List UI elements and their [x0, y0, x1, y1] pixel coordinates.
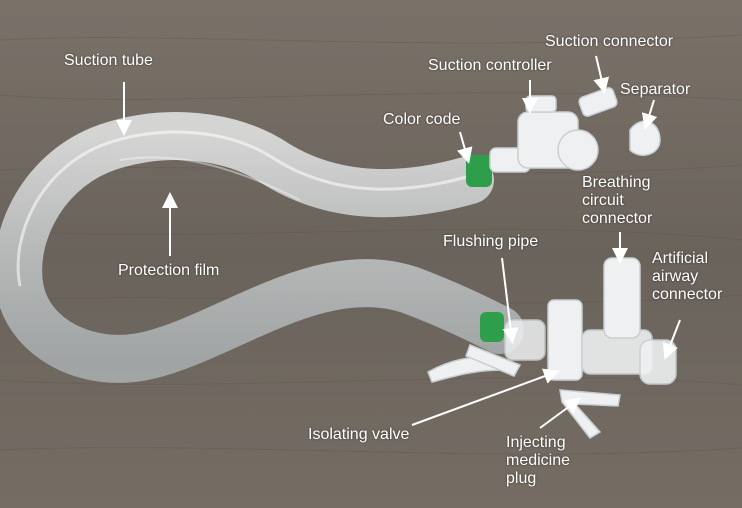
arrow-color-code [457, 131, 473, 164]
protection-film [119, 156, 301, 201]
label-injecting-medicine-plug: Injecting medicine plug [506, 434, 571, 487]
label-suction-controller: Suction controller [428, 57, 552, 74]
arrow-separator [641, 99, 658, 130]
label-breathing-circuit-connector: Breathing circuit connector [582, 174, 653, 227]
arrow-artificial-airway-connector [662, 319, 681, 360]
label-separator: Separator [620, 81, 691, 98]
arrow-isolating-valve [411, 368, 560, 426]
suction-tube [0, 112, 524, 383]
label-suction-connector: Suction connector [545, 33, 674, 50]
suction-tube-highlight [16, 130, 471, 287]
arrow-suction-connector [593, 55, 610, 94]
label-flushing-pipe: Flushing pipe [443, 233, 539, 250]
label-artificial-airway-connector: Artificial airway connector [652, 250, 723, 303]
arrow-flushing-pipe [501, 257, 519, 344]
annotation-arrows [116, 55, 681, 429]
color-code-ring [466, 155, 492, 187]
lower-green-ring [480, 312, 504, 342]
label-protection-film: Protection film [118, 262, 220, 279]
label-suction-tube: Suction tube [64, 52, 153, 69]
label-color-code: Color code [383, 111, 461, 128]
suction-controller-assembly [489, 87, 661, 173]
label-isolating-valve: Isolating valve [308, 426, 410, 443]
arrow-injecting-medicine-plug [539, 397, 582, 429]
